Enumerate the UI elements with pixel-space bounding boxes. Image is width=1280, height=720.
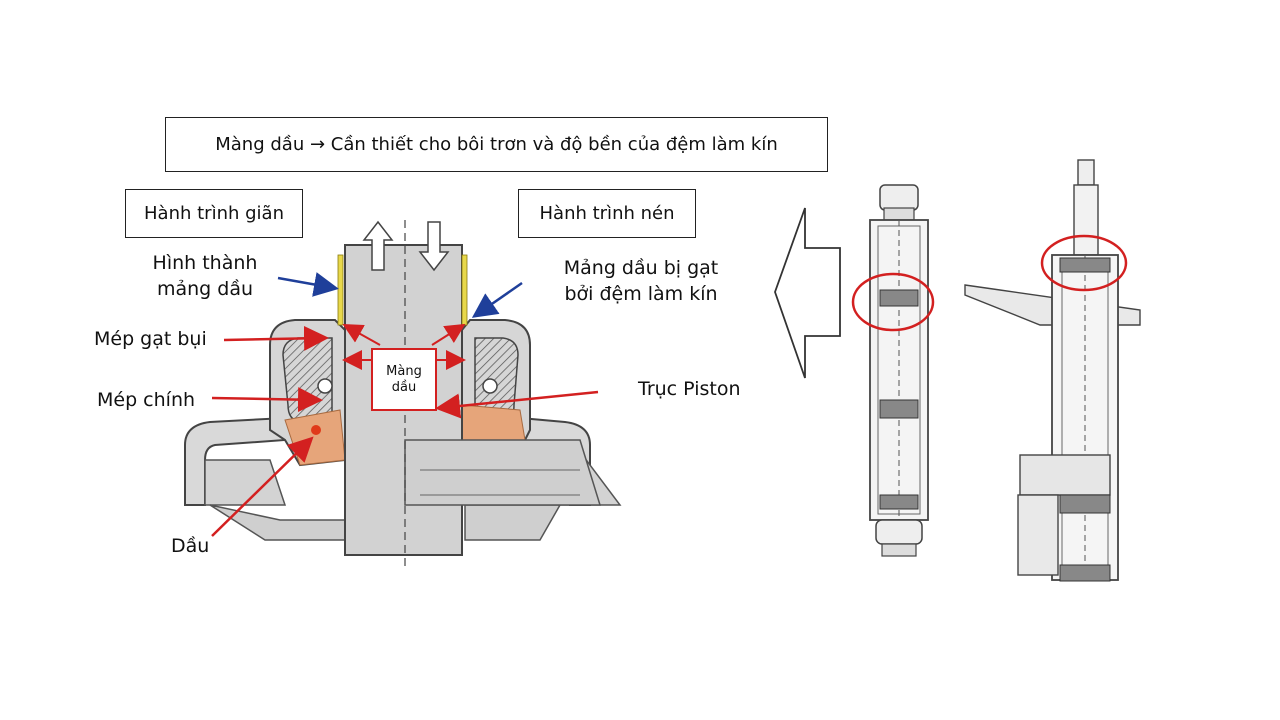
- oil-film-callout: Màng dầu: [371, 348, 437, 411]
- oil-film-line-1: Màng: [386, 363, 422, 379]
- header-title: Màng dầu → Cần thiết cho bôi trơn và độ …: [215, 134, 778, 155]
- oil-region-right: [461, 404, 526, 441]
- garter-spring-left: [317, 378, 333, 394]
- highlight-circle-1: [851, 272, 935, 332]
- film-wiped-line-1: Mảng dầu bị gạt: [563, 257, 719, 279]
- film-forming-line-2: mảng dầu: [156, 278, 254, 300]
- compression-stroke-box: Hành trình nén: [518, 189, 696, 238]
- shock-absorber-view-1: [851, 184, 935, 557]
- extension-stroke-label: Hành trình giãn: [144, 203, 284, 224]
- garter-spring-right: [482, 378, 498, 394]
- compression-arrow-icon: [418, 221, 450, 272]
- highlight-circle-2: [1040, 234, 1128, 292]
- main-lip-label: Mép chính: [97, 389, 196, 411]
- extension-arrow-icon: [362, 220, 394, 271]
- dust-lip-label: Mép gạt bụi: [94, 328, 207, 350]
- film-forming-line-1: Hình thành: [152, 252, 258, 274]
- piston-rod-label: Trục Piston: [638, 378, 741, 400]
- pointer-arrow-icon: [774, 207, 841, 379]
- film-wiped-label: Mảng dầu bị gạt bởi đệm làm kín: [553, 255, 729, 307]
- film-forming-label: Hình thành mảng dầu: [140, 250, 270, 302]
- extension-stroke-box: Hành trình giãn: [125, 189, 303, 238]
- oil-film-right: [461, 254, 468, 326]
- oil-film-line-2: dầu: [391, 379, 417, 395]
- oil-label: Dầu: [171, 535, 210, 557]
- compression-stroke-label: Hành trình nén: [539, 203, 675, 224]
- film-wiped-line-2: bởi đệm làm kín: [564, 283, 718, 305]
- oil-film-left: [337, 254, 344, 326]
- header-title-box: Màng dầu → Cần thiết cho bôi trơn và độ …: [165, 117, 828, 172]
- shock-absorber-view-2: [964, 159, 1141, 582]
